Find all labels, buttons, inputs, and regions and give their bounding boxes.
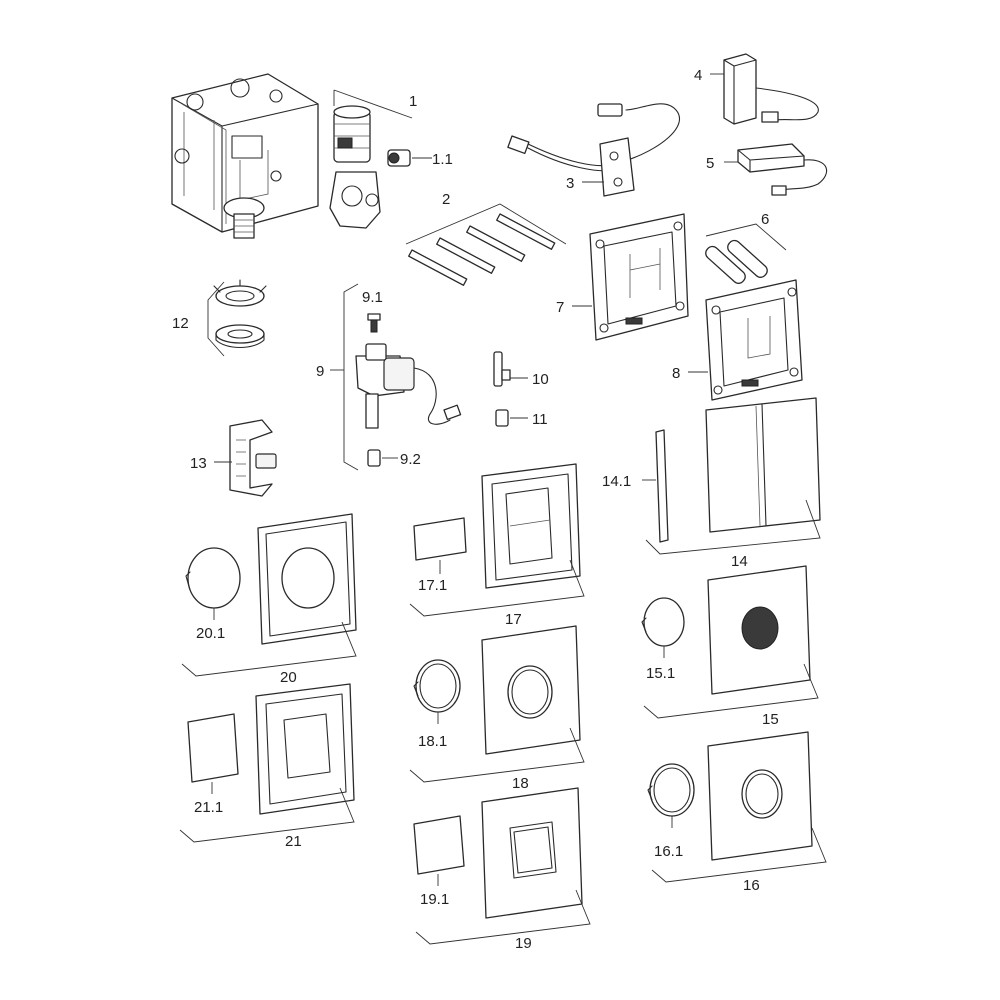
part-20-1-ring [185, 547, 241, 620]
part-14-1-strip [642, 429, 669, 543]
label-15-1: 15.1 [646, 665, 675, 682]
part-14-cover-plate [645, 397, 821, 555]
label-19-1: 19.1 [420, 891, 449, 908]
part-9-1-screw [367, 313, 381, 333]
part-18-1-ring [413, 659, 461, 724]
label-14: 14 [731, 553, 748, 570]
label-5: 5 [706, 155, 714, 172]
part-9-2-nut [367, 449, 398, 467]
part-2-mounting-screws [405, 203, 567, 286]
part-1-1-filter [387, 149, 432, 167]
part-21-1-insert [187, 713, 239, 794]
part-17-cover-plate [409, 463, 585, 617]
part-20-cover-plate [181, 513, 357, 677]
label-13: 13 [190, 455, 207, 472]
part-4-power-supply-box [710, 53, 819, 125]
part-8-mounting-frame [688, 279, 803, 401]
label-15: 15 [762, 711, 779, 728]
label-1-1: 1.1 [432, 151, 453, 168]
part-7-mounting-frame [572, 213, 689, 341]
part-15-1-ring [641, 597, 685, 658]
part-12-grommet [207, 279, 267, 357]
label-3: 3 [566, 175, 574, 192]
part-1-installation-box [171, 73, 319, 239]
label-7: 7 [556, 299, 564, 316]
label-6: 6 [761, 211, 769, 228]
label-18-1: 18.1 [418, 733, 447, 750]
label-20-1: 20.1 [196, 625, 225, 642]
part-15-cover-plate [643, 565, 819, 719]
label-18: 18 [512, 775, 529, 792]
part-17-1-insert [413, 517, 467, 574]
part-19-1-insert [413, 815, 465, 886]
part-18-cover-plate [409, 625, 585, 783]
label-9-2: 9.2 [400, 451, 421, 468]
part-16-1-ring [647, 763, 695, 828]
part-13-bracket [214, 419, 277, 497]
part-3-cable-connector [507, 103, 680, 197]
label-10: 10 [532, 371, 549, 388]
label-16-1: 16.1 [654, 843, 683, 860]
label-8: 8 [672, 365, 680, 382]
label-4: 4 [694, 67, 702, 84]
label-11: 11 [532, 411, 548, 428]
label-17: 17 [505, 611, 522, 628]
label-9: 9 [316, 363, 324, 380]
part-16-cover-plate [651, 731, 827, 883]
label-2: 2 [442, 191, 450, 208]
label-16: 16 [743, 877, 760, 894]
label-20: 20 [280, 669, 297, 686]
part-21-cover-plate [179, 683, 355, 843]
part-19-cover-plate [415, 787, 591, 945]
label-21: 21 [285, 833, 302, 850]
label-17-1: 17.1 [418, 577, 447, 594]
label-14-1: 14.1 [602, 473, 631, 490]
part-6-batteries [705, 223, 787, 284]
label-21-1: 21.1 [194, 799, 223, 816]
part-9-solenoid-valve [330, 283, 462, 471]
part-11-sleeve [495, 409, 528, 427]
part-1-valve-unit [329, 89, 413, 229]
label-12: 12 [172, 315, 189, 332]
label-1: 1 [409, 93, 417, 110]
label-9-1: 9.1 [362, 289, 383, 306]
part-5-battery-pack [724, 143, 828, 196]
part-10-adapter [493, 351, 528, 387]
label-19: 19 [515, 935, 532, 952]
